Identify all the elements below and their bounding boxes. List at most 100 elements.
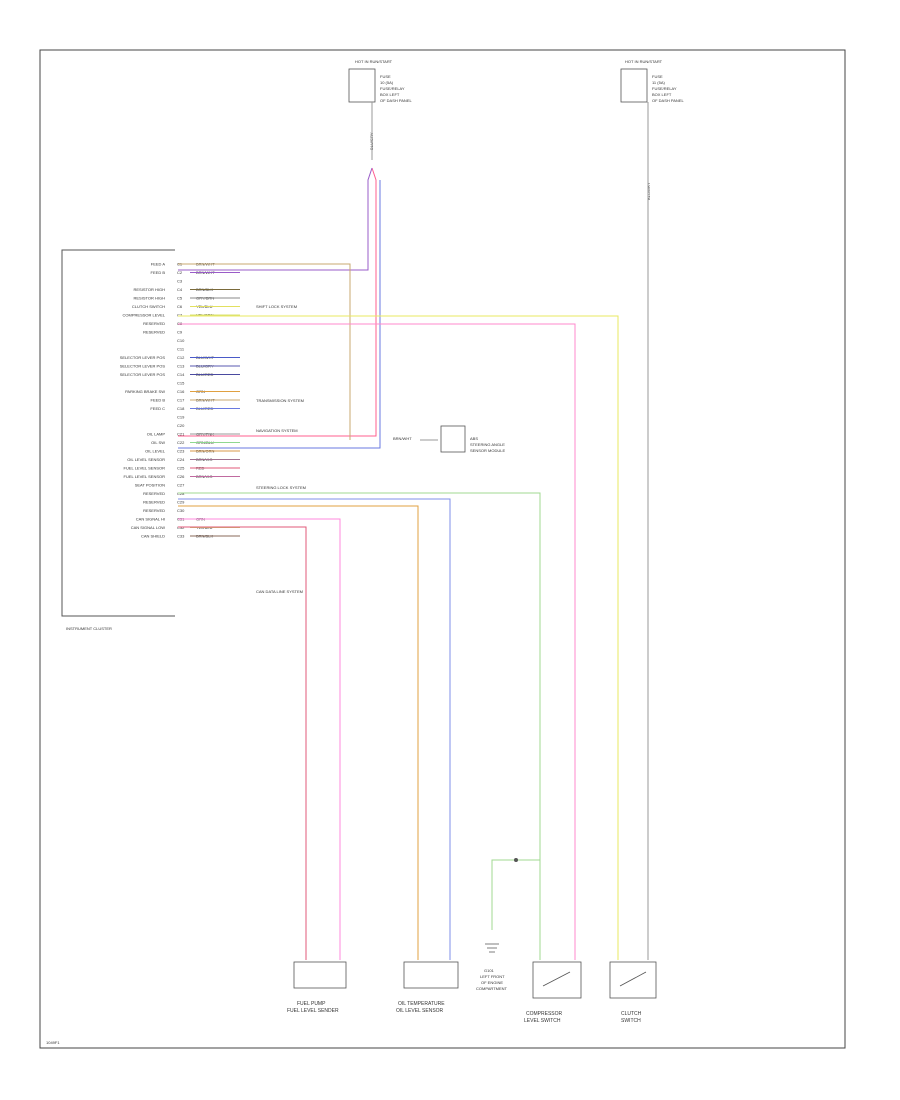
side-device-wire: BRN/WHT (393, 436, 412, 441)
pin-label: OIL SW (151, 440, 165, 445)
pin-number: C19 (177, 415, 185, 420)
pin-label: FEED B (151, 270, 166, 275)
fuel-pump-level-sensor: FUEL PUMP FUEL LEVEL SENDER (287, 961, 347, 1014)
steering-lock-label: STEERING LOCK SYSTEM (256, 485, 306, 490)
pin-label: FEED B (151, 398, 166, 403)
pin-row: C10 (177, 338, 185, 343)
pin-number: C4 (177, 287, 183, 292)
pin-number: C27 (177, 483, 185, 488)
fuel-pump-line-0: FUEL PUMP (297, 1001, 326, 1007)
cluster-bracket (61, 249, 175, 617)
pin-number: C6 (177, 304, 183, 309)
pin-number: C18 (177, 406, 185, 411)
pin-row: C3 (177, 279, 183, 284)
oil-temperature-level-sensor: OIL TEMPERATURE OIL LEVEL SENSOR (396, 961, 459, 1014)
pin-label: RESERVED (143, 491, 165, 496)
fuse-block-1-title: HOT IN RUN/START (355, 59, 393, 64)
pin-label: CAN SHIELD (141, 534, 165, 539)
pin-row: C15 (177, 381, 185, 386)
wire-magenta-fuel (178, 518, 341, 960)
pin-number: C5 (177, 296, 183, 301)
pin-row: C20 (177, 423, 185, 428)
pin-number: C15 (177, 381, 185, 386)
pin-label: SEAT POSITION (135, 483, 165, 488)
pin-label: FUEL LEVEL SENSOR (124, 466, 166, 471)
pin-number: C11 (177, 347, 185, 352)
clutch-line-1: SWITCH (621, 1018, 641, 1024)
pin-row: C11 (177, 347, 185, 352)
pin-row: SEAT POSITION C27 (135, 483, 185, 488)
ground-line-0: G101 (484, 968, 495, 973)
pin-label: CAN SIGNAL HI (136, 517, 165, 522)
pin-number: C20 (177, 423, 185, 428)
fuse-block-1-line-2: FUSE/RELAY (380, 86, 405, 91)
fuse-block-2: HOT IN RUN/START FUSE 11 (5A) FUSE/RELAY… (620, 59, 684, 200)
pin-number: C26 (177, 474, 185, 479)
pin-number: C13 (177, 364, 185, 369)
pin-number: C22 (177, 440, 185, 445)
wire-lightyellow-compressor (178, 323, 576, 960)
compressor-line-0: COMPRESSOR (526, 1011, 563, 1017)
pin-number: C16 (177, 389, 185, 394)
fuse-block-2-line-4: OF DASH PANEL (652, 98, 684, 103)
wire-fuse1-blue (178, 180, 381, 449)
wire-tan (178, 263, 351, 440)
pin-number: C24 (177, 457, 185, 462)
cluster-title: INSTRUMENT CLUSTER (66, 626, 112, 631)
pin-label: SELECTOR LEVER POS (120, 355, 166, 360)
fuse-block-1-line-3: BOX LEFT (380, 92, 400, 97)
compressor-level-switch: COMPRESSOR LEVEL SWITCH (524, 961, 582, 1024)
pin-number: C21 (177, 432, 185, 437)
pin-number: C25 (177, 466, 185, 471)
pin-number: C3 (177, 279, 183, 284)
clutch-switch: CLUTCH SWITCH (609, 961, 657, 1024)
wire-yellow-clutch (178, 315, 619, 960)
pin-number: C23 (177, 449, 185, 454)
pin-label: PARKING BRAKE SW (125, 389, 165, 394)
pin-label: CLUTCH SWITCH (132, 304, 165, 309)
fuse-block-1-line-0: FUSE (380, 74, 391, 79)
wire-fuse1-pink (178, 167, 377, 437)
fuel-pump-line-1: FUEL LEVEL SENDER (287, 1008, 339, 1014)
ground-line-1: LEFT FRONT (480, 974, 505, 979)
side-device-line-2: SENSOR MODULE (470, 448, 505, 453)
navigation-label: NAVIGATION SYSTEM (256, 428, 298, 433)
pin-number: C7 (177, 313, 183, 318)
ground-line-3: COMPARTMENT (476, 986, 508, 991)
pin-number: C17 (177, 398, 185, 403)
shift-lock-label: SHIFT LOCK SYSTEM (256, 304, 297, 309)
pin-label: SELECTOR LEVER POS (120, 364, 166, 369)
side-device-line-1: STEERING ANGLE (470, 442, 505, 447)
fuse-block-2-line-2: FUSE/RELAY (652, 86, 677, 91)
fuse-block-1-line-4: OF DASH PANEL (380, 98, 412, 103)
pin-label: FEED A (151, 262, 166, 267)
fuse-block-2-line-3: BOX LEFT (652, 92, 672, 97)
pin-label: CAN SIGNAL LOW (131, 525, 166, 530)
pin-label: RESERVED (143, 330, 165, 335)
footer-code: 1049F1 (46, 1040, 60, 1045)
pin-label: SELECTOR LEVER POS (120, 372, 166, 377)
fuse-block-2-line-1: 11 (5A) (652, 80, 665, 85)
oil-temp-line-1: OIL LEVEL SENSOR (396, 1008, 444, 1014)
diagram-frame (39, 49, 846, 1049)
pin-label: FEED C (150, 406, 165, 411)
pin-number: C10 (177, 338, 185, 343)
